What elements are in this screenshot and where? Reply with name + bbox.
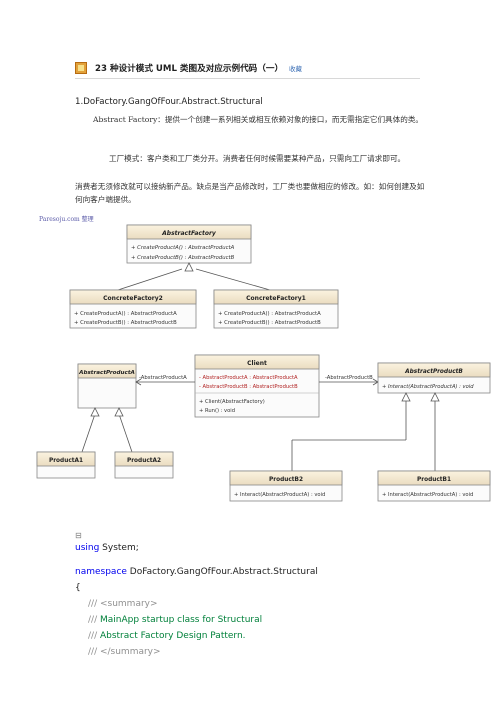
class-operation: + CreateProductA() : AbstractProductA — [131, 245, 235, 251]
code-line-using: using System; — [75, 543, 139, 553]
association-label-a: -AbstractProductA — [139, 375, 187, 381]
class-operation: + Interact(AbstractProductA) : void — [382, 492, 473, 498]
class-name: ConcreteFactory1 — [246, 295, 306, 302]
image-caption: Pare­soju.com 整理 — [39, 216, 94, 223]
association-label-b: -AbstractProductB — [325, 375, 373, 381]
product-b-generalization-lines — [291, 392, 440, 471]
article-title: 23 种设计模式 UML 类图及对应示例代码（一） — [95, 64, 284, 74]
code-comment-line: /// Abstract Factory Design Pattern. — [88, 631, 246, 641]
class-name: ConcreteFactory2 — [103, 295, 163, 302]
class-abstract-product-b: AbstractProductB + Interact(AbstractProd… — [377, 362, 491, 394]
code-comment-line: /// <summary> — [88, 599, 158, 609]
code-keyword: using — [75, 543, 100, 553]
class-product-b2: ProductB2 + Interact(AbstractProductA) :… — [229, 470, 343, 502]
class-name: AbstractProductB — [404, 369, 463, 375]
class-name: AbstractProductA — [78, 370, 135, 376]
class-name: ProductA1 — [49, 458, 83, 464]
class-operation: + Interact(AbstractProductA) : void — [234, 492, 325, 498]
class-operation: + Interact(AbstractProductA) : void — [382, 384, 474, 390]
class-product-b1: ProductB1 + Interact(AbstractProductA) :… — [377, 470, 491, 502]
title-divider — [75, 78, 420, 79]
class-operation: + CreateProductB() : AbstractProductB — [74, 320, 177, 326]
class-name: ProductB1 — [417, 477, 451, 483]
code-comment-line: /// </summary> — [88, 647, 161, 657]
class-attribute: - AbstractProductB : AbstractProductB — [199, 384, 298, 390]
class-product-a1: ProductA1 — [36, 451, 96, 479]
article-title-row: 23 种设计模式 UML 类图及对应示例代码（一） 收藏 — [75, 60, 420, 76]
class-product-a2: ProductA2 — [114, 451, 174, 479]
class-concrete-factory2: ConcreteFactory2 + CreateProductA() : Ab… — [69, 289, 197, 329]
code-collapse-toggle[interactable]: ⊟ — [75, 531, 82, 540]
section-heading: 1.DoFactory.GangOfFour.Abstract.Structur… — [75, 97, 263, 107]
class-operation: + CreateProductA() : AbstractProductA — [74, 311, 177, 317]
class-operation: + CreateProductB() : AbstractProductB — [218, 320, 321, 326]
product-a-generalization-lines — [81, 407, 133, 453]
paragraph-factory-pattern: 工厂模式：客户类和工厂类分开。消费者任何时候需要某种产品，只需向工厂请求即可。 — [109, 154, 406, 163]
favorite-link[interactable]: 收藏 — [289, 65, 303, 73]
article-icon — [75, 62, 87, 74]
code-line-namespace: namespace DoFactory.GangOfFour.Abstract.… — [75, 567, 318, 577]
class-name: ProductB2 — [269, 477, 303, 483]
class-name: AbstractFactory — [161, 230, 217, 237]
class-name: ProductA2 — [127, 458, 161, 464]
code-keyword: namespace — [75, 567, 127, 577]
class-client: Client - AbstractProductA : AbstractProd… — [194, 354, 320, 418]
uml-class-diagram: AbstractFactory + CreateProductA() : Abs… — [36, 224, 491, 502]
class-operation: + Run() : void — [199, 408, 235, 414]
class-operation: + CreateProductA() : AbstractProductA — [218, 311, 321, 317]
code-comment-line: /// MainApp startup class for Structural — [88, 615, 263, 625]
class-operation: + Client(AbstractFactory) — [199, 399, 265, 405]
factory-generalization-lines — [117, 262, 271, 291]
paragraph-abstract-factory: Abstract Factory：提供一个创建一系列相关或相互依赖对象的接口，而… — [93, 115, 424, 124]
class-attribute: - AbstractProductA : AbstractProductA — [199, 375, 298, 381]
class-concrete-factory1: ConcreteFactory1 + CreateProductA() : Ab… — [213, 289, 339, 329]
code-line-brace: { — [75, 583, 81, 593]
class-operation: + CreateProductB() : AbstractProductB — [131, 255, 235, 261]
class-name: Client — [247, 360, 267, 367]
class-abstract-factory: AbstractFactory + CreateProductA() : Abs… — [126, 224, 252, 264]
class-abstract-product-a: AbstractProductA — [77, 363, 137, 409]
paragraph-consumer: 消费者无须修改就可以接纳新产品。缺点是当产品修改时，工厂类也要做相应的修改。如：… — [75, 182, 425, 204]
